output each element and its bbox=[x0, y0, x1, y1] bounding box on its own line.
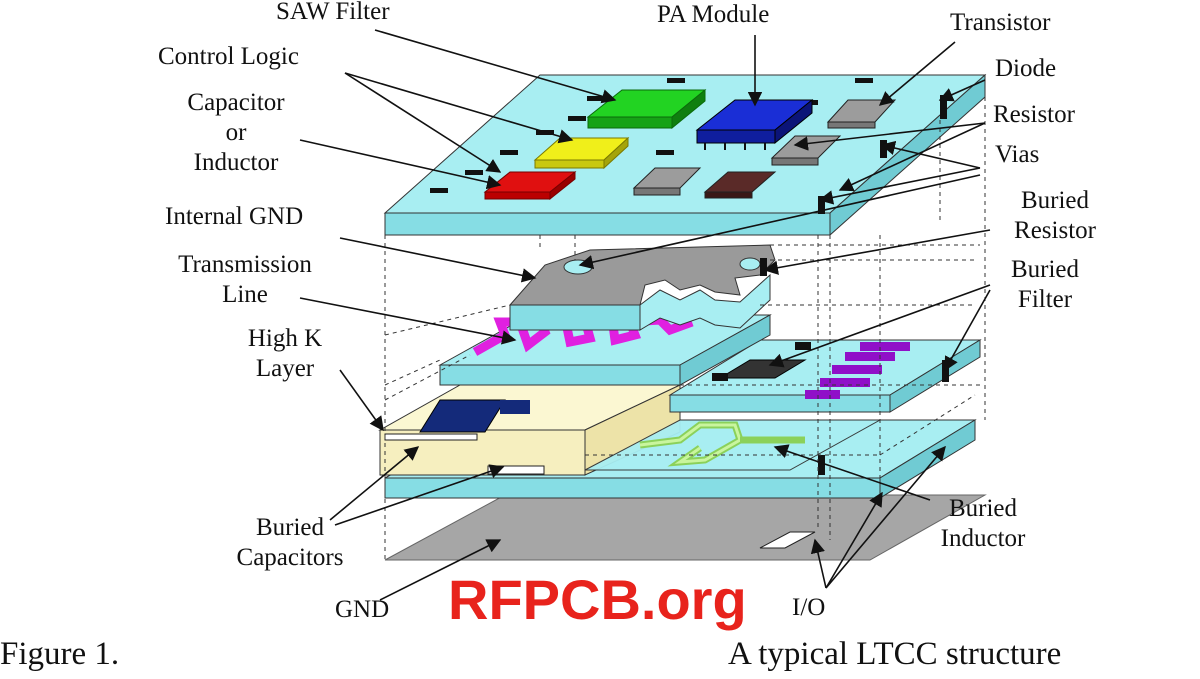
diode-component bbox=[703, 171, 777, 199]
capacitor-or-inductor-label: Capacitor or Inductor bbox=[187, 89, 285, 176]
buried-filter-label: Buried Filter bbox=[1010, 256, 1080, 313]
diode-label: Diode bbox=[995, 55, 1057, 82]
transistor-component bbox=[826, 99, 897, 129]
internal-gnd-layer bbox=[508, 244, 776, 331]
figure-caption-right: A typical LTCC structure bbox=[728, 636, 1062, 672]
saw-filter-label: SAW Filter bbox=[276, 0, 390, 25]
high-k-layer-label: High K Layer bbox=[247, 325, 323, 382]
transistor-label: Transistor bbox=[950, 9, 1051, 36]
control-logic-component bbox=[533, 136, 630, 170]
capacitor-component bbox=[483, 170, 577, 201]
control-logic-label: Control Logic bbox=[158, 43, 299, 70]
watermark-text: RFPCB.org bbox=[448, 568, 747, 631]
pa-module-component bbox=[695, 98, 814, 150]
gnd-plane bbox=[384, 494, 987, 561]
small-component bbox=[632, 167, 702, 196]
buried-capacitors-label: Buried Capacitors bbox=[236, 514, 344, 571]
vias-label: Vias bbox=[995, 141, 1040, 168]
buried-resistor-label: Buried Resistor bbox=[1014, 187, 1096, 244]
transmission-line-label: Transmission Line bbox=[178, 251, 312, 308]
leader-arrows bbox=[299, 29, 991, 601]
buried-filter bbox=[805, 342, 910, 399]
internal-gnd-label: Internal GND bbox=[165, 203, 304, 230]
figure-caption-left: Figure 1. bbox=[0, 636, 120, 672]
io-label: I/O bbox=[792, 594, 826, 621]
gnd-label: GND bbox=[335, 596, 390, 623]
construction-lines bbox=[384, 97, 986, 560]
resistor-label: Resistor bbox=[993, 101, 1075, 128]
saw-filter-component bbox=[586, 88, 707, 130]
pa-module-label: PA Module bbox=[657, 1, 770, 28]
buried-inductor-label: Buried Inductor bbox=[940, 495, 1026, 552]
